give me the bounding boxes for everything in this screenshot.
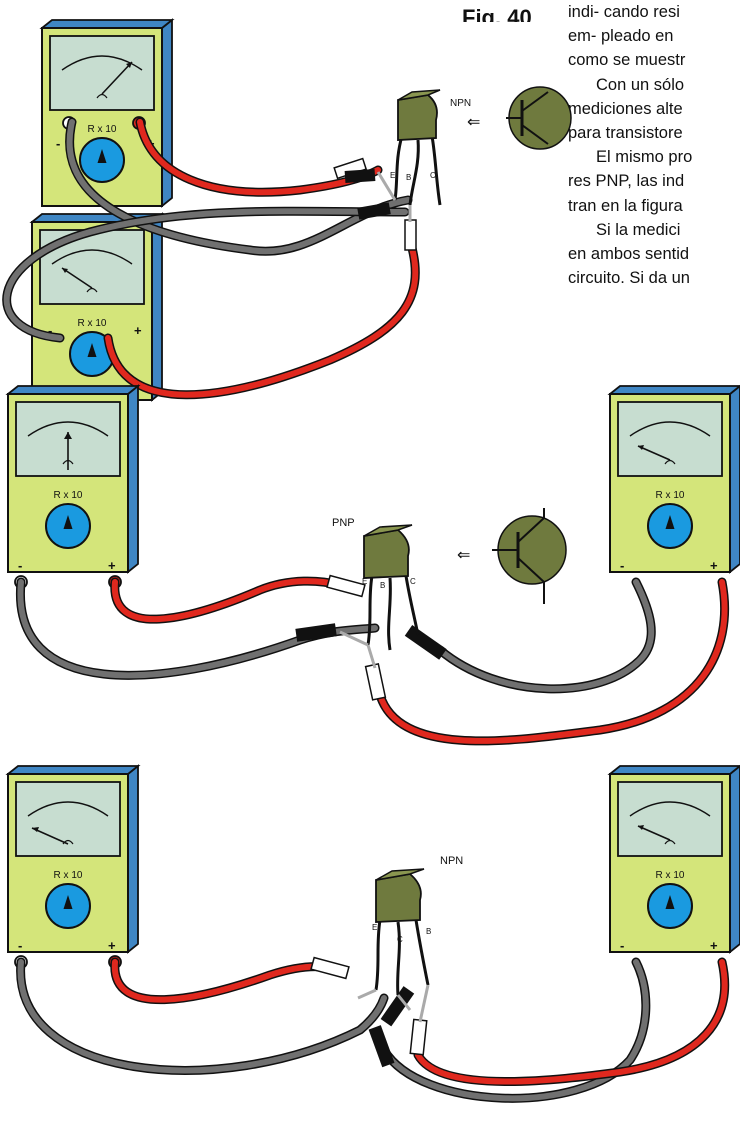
pin-label: E [362,577,367,586]
multimeter: R x 10 - + [610,766,740,953]
transistor-type: PNP [332,517,355,529]
plus-label: + [710,938,718,953]
arrow-icon: ⇐ [467,114,480,131]
diagram-3: R x 10 - + R x 10 - + [8,766,740,1098]
pin-label: E [390,171,395,180]
npn-symbol-icon [506,87,571,149]
scale-label: R x 10 [88,124,117,135]
multimeter: R x 10 - + [8,386,138,588]
scale-label: R x 10 [78,318,107,329]
transistor-type: NPN [450,98,471,109]
plus-label: + [108,938,116,953]
transistor [376,869,424,922]
transistor-type: NPN [440,855,463,867]
multimeter: R x 10 - + [610,386,740,573]
minus-label: - [18,938,22,953]
pin-label: C [397,935,403,944]
minus-label: - [56,136,60,151]
plus-label: + [134,323,142,338]
plus-label: + [710,558,718,573]
minus-label: - [18,558,22,573]
diagram-1: R x 10 R x 10 - + - + [7,20,571,400]
minus-label: - [620,938,624,953]
pin-label: B [406,173,411,182]
pnp-symbol-icon [492,508,566,604]
pin-label: B [426,927,431,936]
transistor [364,525,412,578]
pin-label: C [430,171,436,180]
plus-label: + [108,558,116,573]
scale-label: R x 10 [656,490,685,501]
pin-label: B [380,581,385,590]
scale-label: R x 10 [54,870,83,881]
pin-label: C [410,577,416,586]
transistor [398,90,440,140]
scale-label: R x 10 [54,490,83,501]
diagram-2: R x 10 - + R x 10 - + [8,386,740,741]
minus-label: - [620,558,624,573]
multimeter: R x 10 [42,20,172,206]
scale-label: R x 10 [656,870,685,881]
pin-label: E [372,923,377,932]
arrow-icon: ⇐ [457,547,470,564]
multimeter: R x 10 - + [8,766,138,968]
